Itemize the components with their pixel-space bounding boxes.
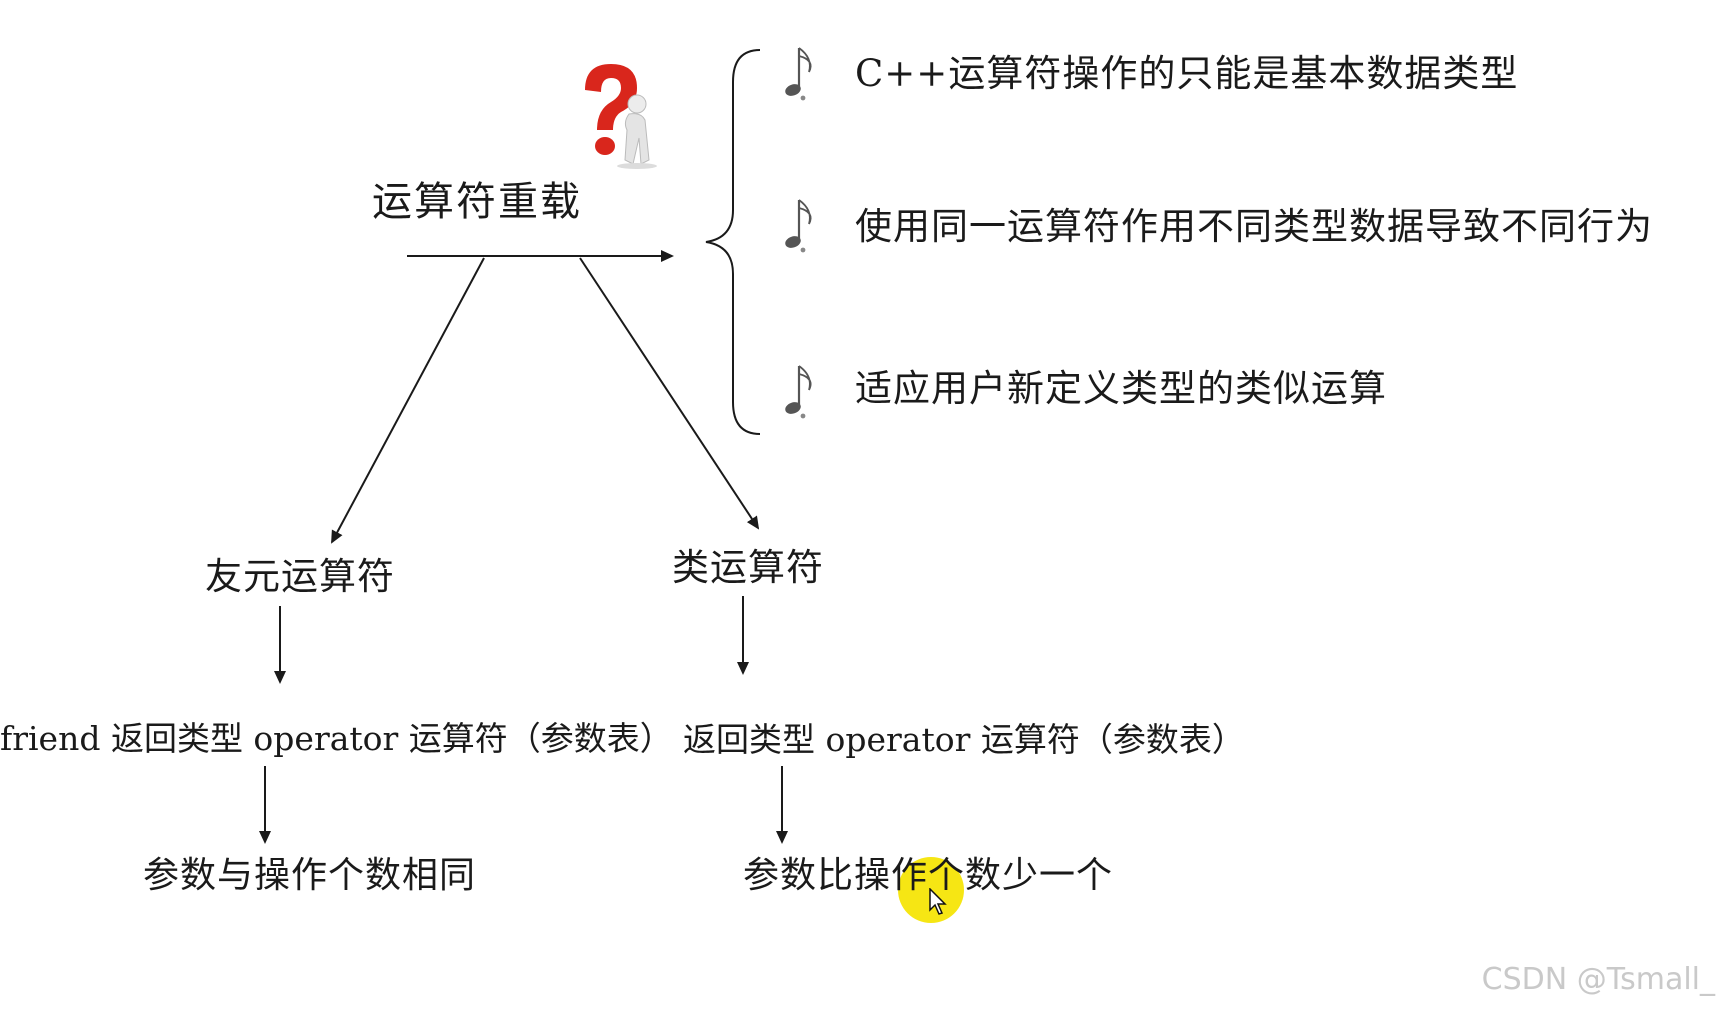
question-mark-figure-icon [575, 60, 665, 170]
music-note-icon [784, 48, 811, 100]
friend-operator-syntax: friend 返回类型 operator 运算符（参数表） [0, 722, 673, 755]
root-to-member-arrow [580, 258, 758, 528]
purpose-item-3: 适应用户新定义类型的类似运算 [855, 370, 1387, 407]
root-label: 运算符重载 [372, 182, 582, 222]
mouse-pointer-icon [928, 888, 948, 916]
purpose-item-2: 使用同一运算符作用不同类型数据导致不同行为 [855, 208, 1653, 245]
purposes-brace [706, 50, 760, 434]
music-note-icon [784, 366, 811, 418]
watermark: CSDN @Tsmall_ [1482, 965, 1715, 995]
purpose-item-1: C++运算符操作的只能是基本数据类型 [855, 55, 1518, 92]
friend-operator-label: 友元运算符 [205, 558, 395, 595]
member-operator-syntax: 返回类型 operator 运算符（参数表） [683, 723, 1245, 756]
member-operator-label: 类运算符 [672, 549, 824, 586]
root-to-friend-arrow [332, 258, 484, 542]
friend-operator-rule: 参数与操作个数相同 [143, 858, 476, 894]
music-note-icon [784, 200, 811, 252]
